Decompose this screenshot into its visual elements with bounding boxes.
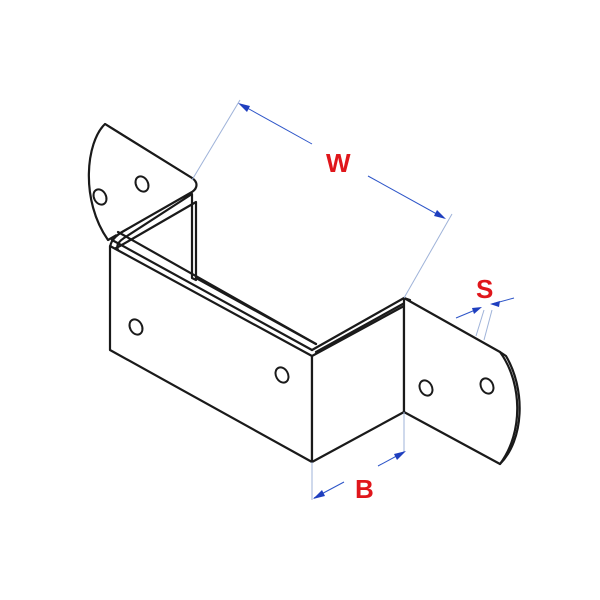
hole-wall-1 [128, 318, 144, 336]
hole-right-flange-2 [479, 377, 495, 395]
dim-line-w-a [239, 103, 313, 145]
ext-line-w-left [191, 99, 241, 181]
right-flange-edge [498, 350, 521, 466]
dim-label-s: S [476, 274, 493, 304]
dim-label-b: B [355, 474, 374, 504]
ext-line-w-right [403, 213, 453, 299]
hole-right-flange-1 [418, 379, 434, 397]
hole-wall-2 [274, 366, 290, 384]
arrow-w-left [238, 103, 250, 112]
dim-label-w: W [326, 148, 351, 178]
arrow-b-right [394, 451, 406, 460]
arrow-s-right [490, 301, 500, 307]
ext-line-s-b [483, 309, 493, 341]
left-side-wall [108, 244, 314, 464]
web-top-edge [110, 238, 314, 352]
ext-line-s-a [475, 309, 485, 337]
arrow-b-left [313, 490, 325, 499]
hole-left-flange-1 [92, 188, 108, 206]
web-back-edge [194, 276, 318, 346]
arrow-w-right [434, 210, 446, 219]
hole-left-flange-2 [134, 175, 150, 193]
dim-line-w-b [367, 175, 445, 219]
arrow-s-left [472, 307, 482, 314]
